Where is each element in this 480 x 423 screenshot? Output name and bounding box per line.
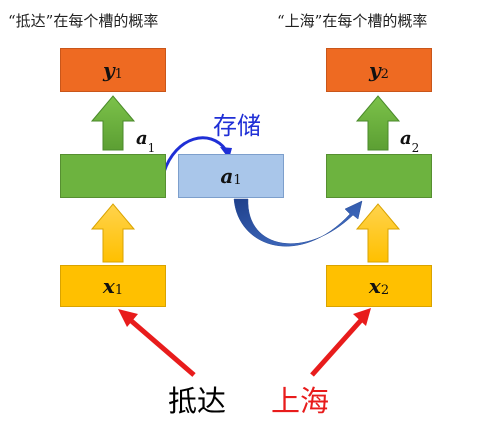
word-to-input-arrow-left-head: [118, 309, 138, 327]
input-x2-index: 2: [380, 282, 390, 298]
word-to-input-arrow-left: [126, 316, 196, 377]
input-x1-index: 1: [114, 282, 124, 298]
hidden-label-a1: a1: [136, 128, 156, 155]
hidden-box-left: [60, 154, 166, 198]
memory-label: 存储: [213, 112, 261, 140]
output-y1-symbol: y: [103, 58, 115, 82]
output-y2-index: 2: [380, 66, 389, 82]
output-y2-symbol: y: [369, 58, 381, 82]
input-to-hidden-arrow-left: [90, 203, 136, 263]
word-right: 上海: [271, 384, 330, 418]
caption-right: “上海”在每个槽的概率: [277, 12, 428, 30]
hidden-label-a2-symbol: a: [400, 128, 412, 149]
input-x1-symbol: x: [102, 274, 115, 298]
memory-a1-index: 1: [233, 172, 242, 188]
word-to-input-arrow-right-head: [353, 308, 371, 326]
hidden-to-output-arrow-left: [90, 95, 136, 151]
hidden-label-a1-index: 1: [147, 140, 156, 155]
input-to-hidden-arrow-right: [355, 203, 401, 263]
hidden-label-a2-index: 2: [411, 140, 420, 155]
word-to-input-arrow-right: [310, 316, 365, 377]
memory-to-hidden-arrow: [233, 198, 363, 247]
memory-a1-symbol: a: [220, 164, 234, 188]
hidden-box-right: [326, 154, 432, 198]
input-x2-symbol: x: [368, 274, 381, 298]
store-arrow: [162, 136, 228, 173]
caption-left: “抵达”在每个槽的概率: [8, 12, 159, 30]
hidden-label-a2: a2: [400, 128, 420, 155]
hidden-to-output-arrow-right: [355, 95, 401, 151]
word-left: 抵达: [168, 384, 227, 418]
output-y1-index: 1: [114, 66, 123, 82]
hidden-label-a1-symbol: a: [136, 128, 148, 149]
